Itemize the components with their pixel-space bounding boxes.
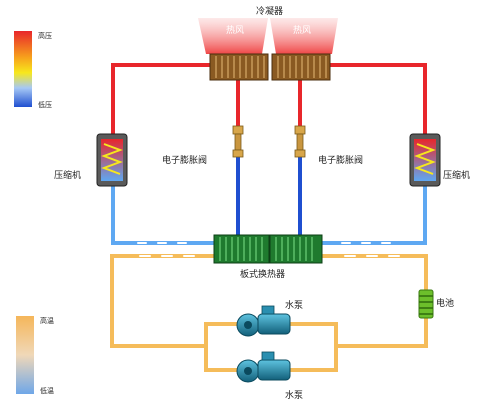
water-pump-label-top: 水泵	[285, 301, 304, 311]
compressor-label-left: 压缩机	[54, 171, 82, 181]
hot-air-plume-right	[270, 18, 338, 54]
low-pressure-lines-light	[111, 185, 427, 245]
expansion-valve-left	[232, 125, 244, 158]
condenser-left	[209, 53, 269, 81]
flow-dashes	[137, 242, 400, 257]
compressor-right	[409, 133, 441, 187]
pressure-legend-high: 高压	[38, 32, 52, 40]
hot-air-label-left: 热风	[226, 26, 245, 36]
condenser-right	[271, 53, 331, 81]
plate-heat-exchanger-left	[213, 234, 270, 264]
water-pump-label-bottom: 水泵	[285, 391, 304, 401]
expansion-valve-label-right: 电子膨胀阀	[318, 156, 364, 166]
pressure-legend-low: 低压	[38, 101, 52, 109]
expansion-valve-label-left: 电子膨胀阀	[162, 156, 208, 166]
expansion-valve-right	[294, 125, 306, 158]
hot-air-plume-left	[198, 18, 268, 54]
compressor-left	[96, 133, 128, 187]
battery	[418, 289, 434, 319]
water-pump-bottom	[236, 351, 291, 383]
plate-heat-exchanger-label: 板式换热器	[240, 270, 286, 280]
temperature-legend-bar	[16, 316, 34, 394]
water-pump-top	[236, 305, 291, 337]
low-pressure-lines-dark	[236, 157, 302, 235]
pressure-legend-bar	[14, 31, 32, 107]
compressor-label-right: 压缩机	[443, 171, 471, 181]
temperature-legend-high: 高温	[40, 317, 54, 325]
high-pressure-lines	[111, 63, 427, 136]
plate-heat-exchanger-right	[269, 234, 323, 264]
condenser-label: 冷凝器	[256, 7, 284, 17]
hot-air-label-right: 热风	[293, 26, 312, 36]
temperature-legend-low: 低温	[40, 387, 54, 395]
battery-label: 电池	[436, 299, 455, 309]
